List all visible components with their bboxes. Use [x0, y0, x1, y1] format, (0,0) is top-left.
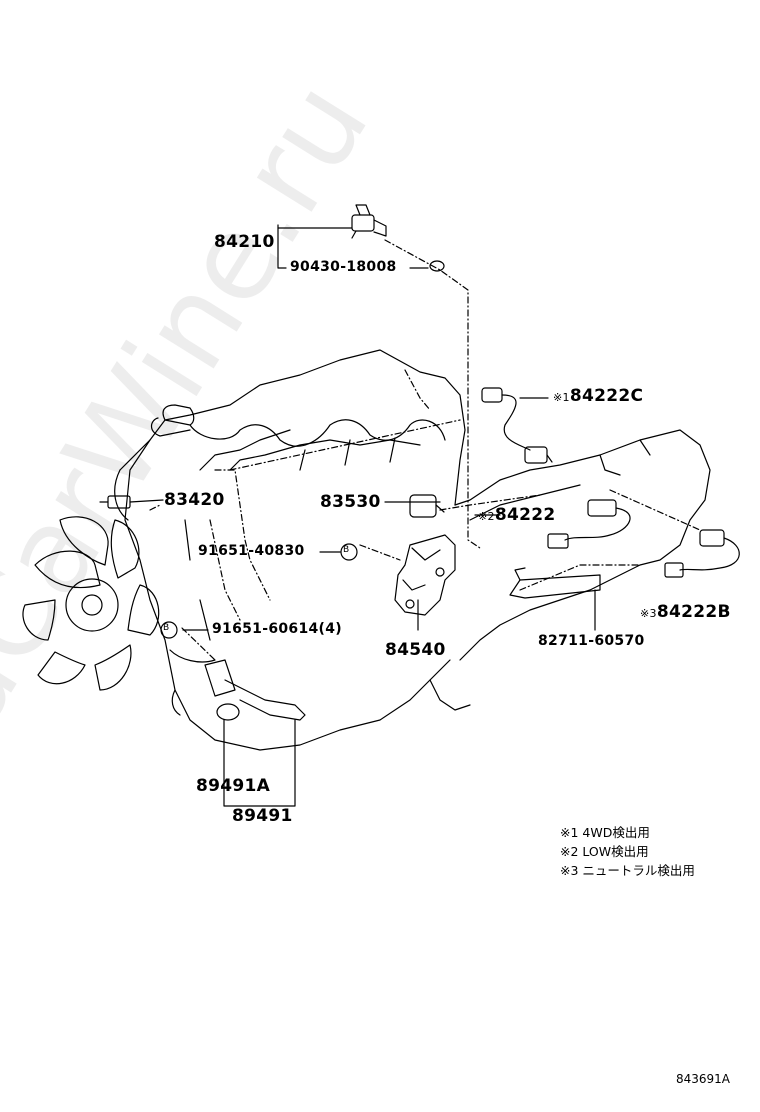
note-1: ※1 4WD検出用	[560, 825, 650, 840]
switch-84222B	[664, 529, 740, 578]
temp-sender-83420	[99, 495, 131, 509]
engine-block	[114, 349, 466, 751]
mark-1: ※1	[553, 391, 570, 404]
label-82711-60570: 82711-60570	[538, 633, 645, 649]
gasket-90430	[429, 260, 445, 272]
label-83530: 83530	[320, 492, 381, 512]
radiator-fan	[22, 516, 160, 691]
label-89491: 89491	[232, 806, 293, 826]
switch-84222	[547, 499, 631, 549]
label-84222: ※284222	[478, 505, 555, 525]
bolt-mark-1: B	[343, 545, 350, 555]
dashed-guides	[149, 239, 701, 661]
sensor-89491	[204, 659, 306, 721]
transmission-housing	[429, 429, 711, 711]
label-83420: 83420	[164, 490, 225, 510]
label-89491A: 89491A	[196, 776, 271, 796]
label-91651-40830: 91651-40830	[198, 543, 305, 559]
leader-lines	[129, 224, 666, 807]
oil-pressure-switch-84210	[351, 204, 387, 239]
bracket-82711	[509, 567, 601, 599]
mark-2: ※2	[478, 510, 495, 523]
label-84222C: ※184222C	[553, 386, 643, 406]
label-84222B: ※384222B	[640, 602, 731, 622]
label-84222B-text: 84222B	[656, 602, 731, 622]
label-91651-60614: 91651-60614(4)	[212, 621, 342, 637]
label-84222-text: 84222	[494, 505, 556, 525]
label-90430-18008: 90430-18008	[290, 259, 397, 275]
label-84210: 84210	[214, 232, 275, 252]
label-84540: 84540	[385, 640, 446, 660]
neutral-start-switch-84540	[394, 534, 456, 616]
note-3: ※3 ニュートラル検出用	[560, 863, 695, 878]
bolt-mark-2: B	[163, 623, 170, 633]
label-84222C-text: 84222C	[569, 386, 644, 406]
figure-code: 843691A	[676, 1072, 731, 1086]
mark-3: ※3	[640, 607, 657, 620]
switch-84222C	[481, 387, 553, 464]
bolt-symbols	[160, 543, 358, 639]
note-2: ※2 LOW検出用	[560, 844, 649, 859]
switch-83530	[409, 494, 445, 518]
